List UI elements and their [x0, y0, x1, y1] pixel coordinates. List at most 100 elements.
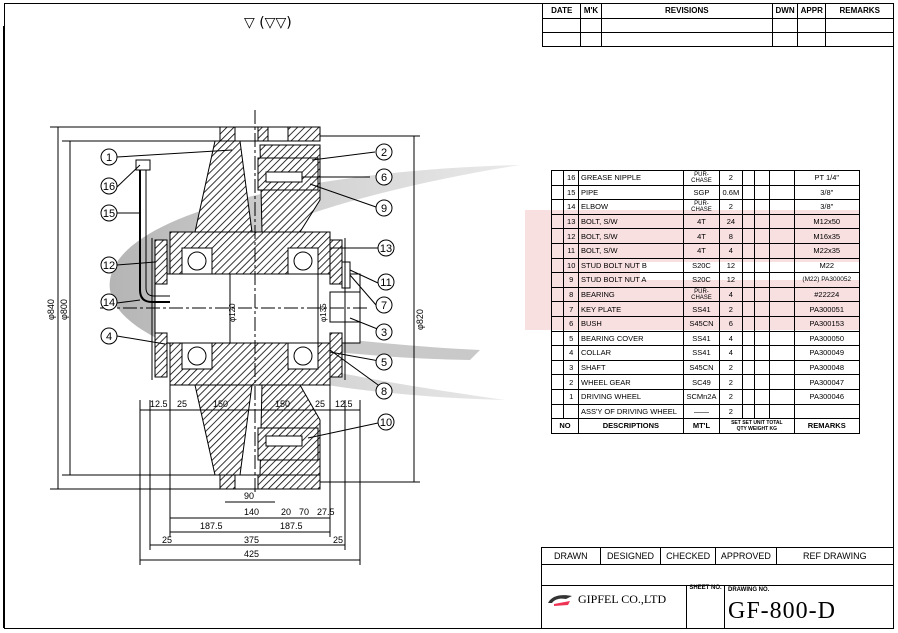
- svg-text:15: 15: [103, 208, 115, 220]
- part-set-qty: 4: [719, 330, 743, 347]
- part-unit-weight: [754, 301, 770, 317]
- header-total: TOTAL: [766, 419, 783, 426]
- dim-150-right: 150: [275, 399, 290, 409]
- part-number: 10: [563, 257, 579, 274]
- part-qty-blank: [741, 345, 756, 361]
- part-spacer: [550, 184, 565, 201]
- svg-text:9: 9: [381, 203, 387, 215]
- part-unit-weight: [754, 315, 770, 332]
- part-remarks: 3/8": [793, 199, 861, 215]
- dim-90: 90: [244, 491, 254, 501]
- dim-375: 375: [244, 535, 259, 545]
- part-number: 4: [563, 345, 579, 361]
- part-remarks: 3/8": [793, 184, 861, 201]
- part-description: BOLT, S/W: [577, 213, 684, 230]
- part-total-weight: [768, 374, 795, 390]
- header-material: MT'L: [682, 418, 721, 434]
- header-qty-weight: SET SET UNIT TOTAL QTY WEIGHT KG: [719, 418, 795, 434]
- part-number: 14: [563, 199, 579, 215]
- part-set-qty: 12: [719, 257, 743, 274]
- part-total-weight: [768, 242, 795, 259]
- part-unit-weight: [754, 170, 770, 186]
- part-qty-blank: [741, 286, 756, 303]
- part-qty-blank: [741, 199, 756, 215]
- designed-label: DESIGNED: [601, 548, 662, 564]
- balloon-8: 8: [375, 382, 393, 400]
- part-material: 4T: [682, 242, 721, 259]
- revisions-table: DATE M'K REVISIONS DWN APPR REMARKS: [541, 3, 894, 47]
- part-remarks: M12x50: [793, 213, 861, 230]
- part-qty-blank: [741, 228, 756, 244]
- part-qty-blank: [741, 374, 756, 390]
- part-remarks: PT 1/4": [793, 170, 861, 186]
- part-spacer: [550, 403, 565, 420]
- part-material: S20C: [682, 257, 721, 274]
- part-remarks: (M22) PA300052: [793, 272, 861, 288]
- part-remarks: PA300051: [793, 301, 861, 317]
- part-description: ASS'Y OF DRIVING WHEEL: [577, 403, 684, 420]
- part-remarks: #22224: [793, 286, 861, 303]
- part-total-weight: [768, 228, 795, 244]
- part-description: BUSH: [577, 315, 684, 332]
- balloon-11: 11: [377, 273, 395, 291]
- part-unit-weight: [754, 374, 770, 390]
- part-spacer: [550, 301, 565, 317]
- part-set-qty: 4: [719, 345, 743, 361]
- part-unit-weight: [754, 184, 770, 201]
- header-remarks: REMARKS: [793, 418, 861, 434]
- ref-drawing-label: REF DRAWING: [803, 551, 867, 561]
- dim-425: 425: [244, 549, 259, 559]
- part-set-qty: 4: [719, 286, 743, 303]
- svg-text:14: 14: [103, 297, 115, 309]
- part-qty-blank: [741, 272, 756, 288]
- svg-text:7: 7: [381, 300, 387, 312]
- part-description: ELBOW: [577, 199, 684, 215]
- dim-20: 20: [281, 507, 291, 517]
- part-qty-blank: [741, 184, 756, 201]
- part-unit-weight: [754, 199, 770, 215]
- part-total-weight: [768, 345, 795, 361]
- part-unit-weight: [754, 345, 770, 361]
- part-set-qty: 2: [719, 170, 743, 186]
- part-qty-blank: [741, 213, 756, 230]
- part-total-weight: [768, 388, 795, 405]
- part-material: SC49: [682, 374, 721, 390]
- balloon-16: 16: [100, 177, 118, 195]
- part-number: 13: [563, 213, 579, 230]
- balloon-6: 6: [375, 168, 393, 186]
- dim-25-b: 25: [333, 535, 343, 545]
- part-number: 3: [563, 359, 579, 376]
- part-material: PUR-CHASE: [682, 286, 721, 303]
- part-qty-blank: [741, 242, 756, 259]
- checked-label: CHECKED: [661, 548, 717, 564]
- part-remarks: M16x35: [793, 228, 861, 244]
- part-description: BEARING COVER: [577, 330, 684, 347]
- part-number: 6: [563, 315, 579, 332]
- part-number: 11: [563, 242, 579, 259]
- part-set-qty: 8: [719, 228, 743, 244]
- part-description: DRIVING WHEEL: [577, 388, 684, 405]
- part-number: 15: [563, 184, 579, 201]
- part-description: STUD BOLT NUT B: [577, 257, 684, 274]
- balloon-12: 12: [100, 256, 118, 274]
- part-total-weight: [768, 315, 795, 332]
- balloon-13: 13: [377, 239, 395, 257]
- part-material: S45CN: [682, 315, 721, 332]
- svg-text:12: 12: [103, 260, 115, 272]
- dim-d135: φ135: [319, 303, 328, 322]
- dim-140: 140: [244, 507, 259, 517]
- company-name: GIPFEL CO.,LTD: [578, 592, 667, 606]
- part-spacer: [550, 359, 565, 376]
- part-set-qty: 2: [719, 359, 743, 376]
- part-total-weight: [768, 359, 795, 376]
- part-qty-blank: [741, 170, 756, 186]
- part-material: S45CN: [682, 359, 721, 376]
